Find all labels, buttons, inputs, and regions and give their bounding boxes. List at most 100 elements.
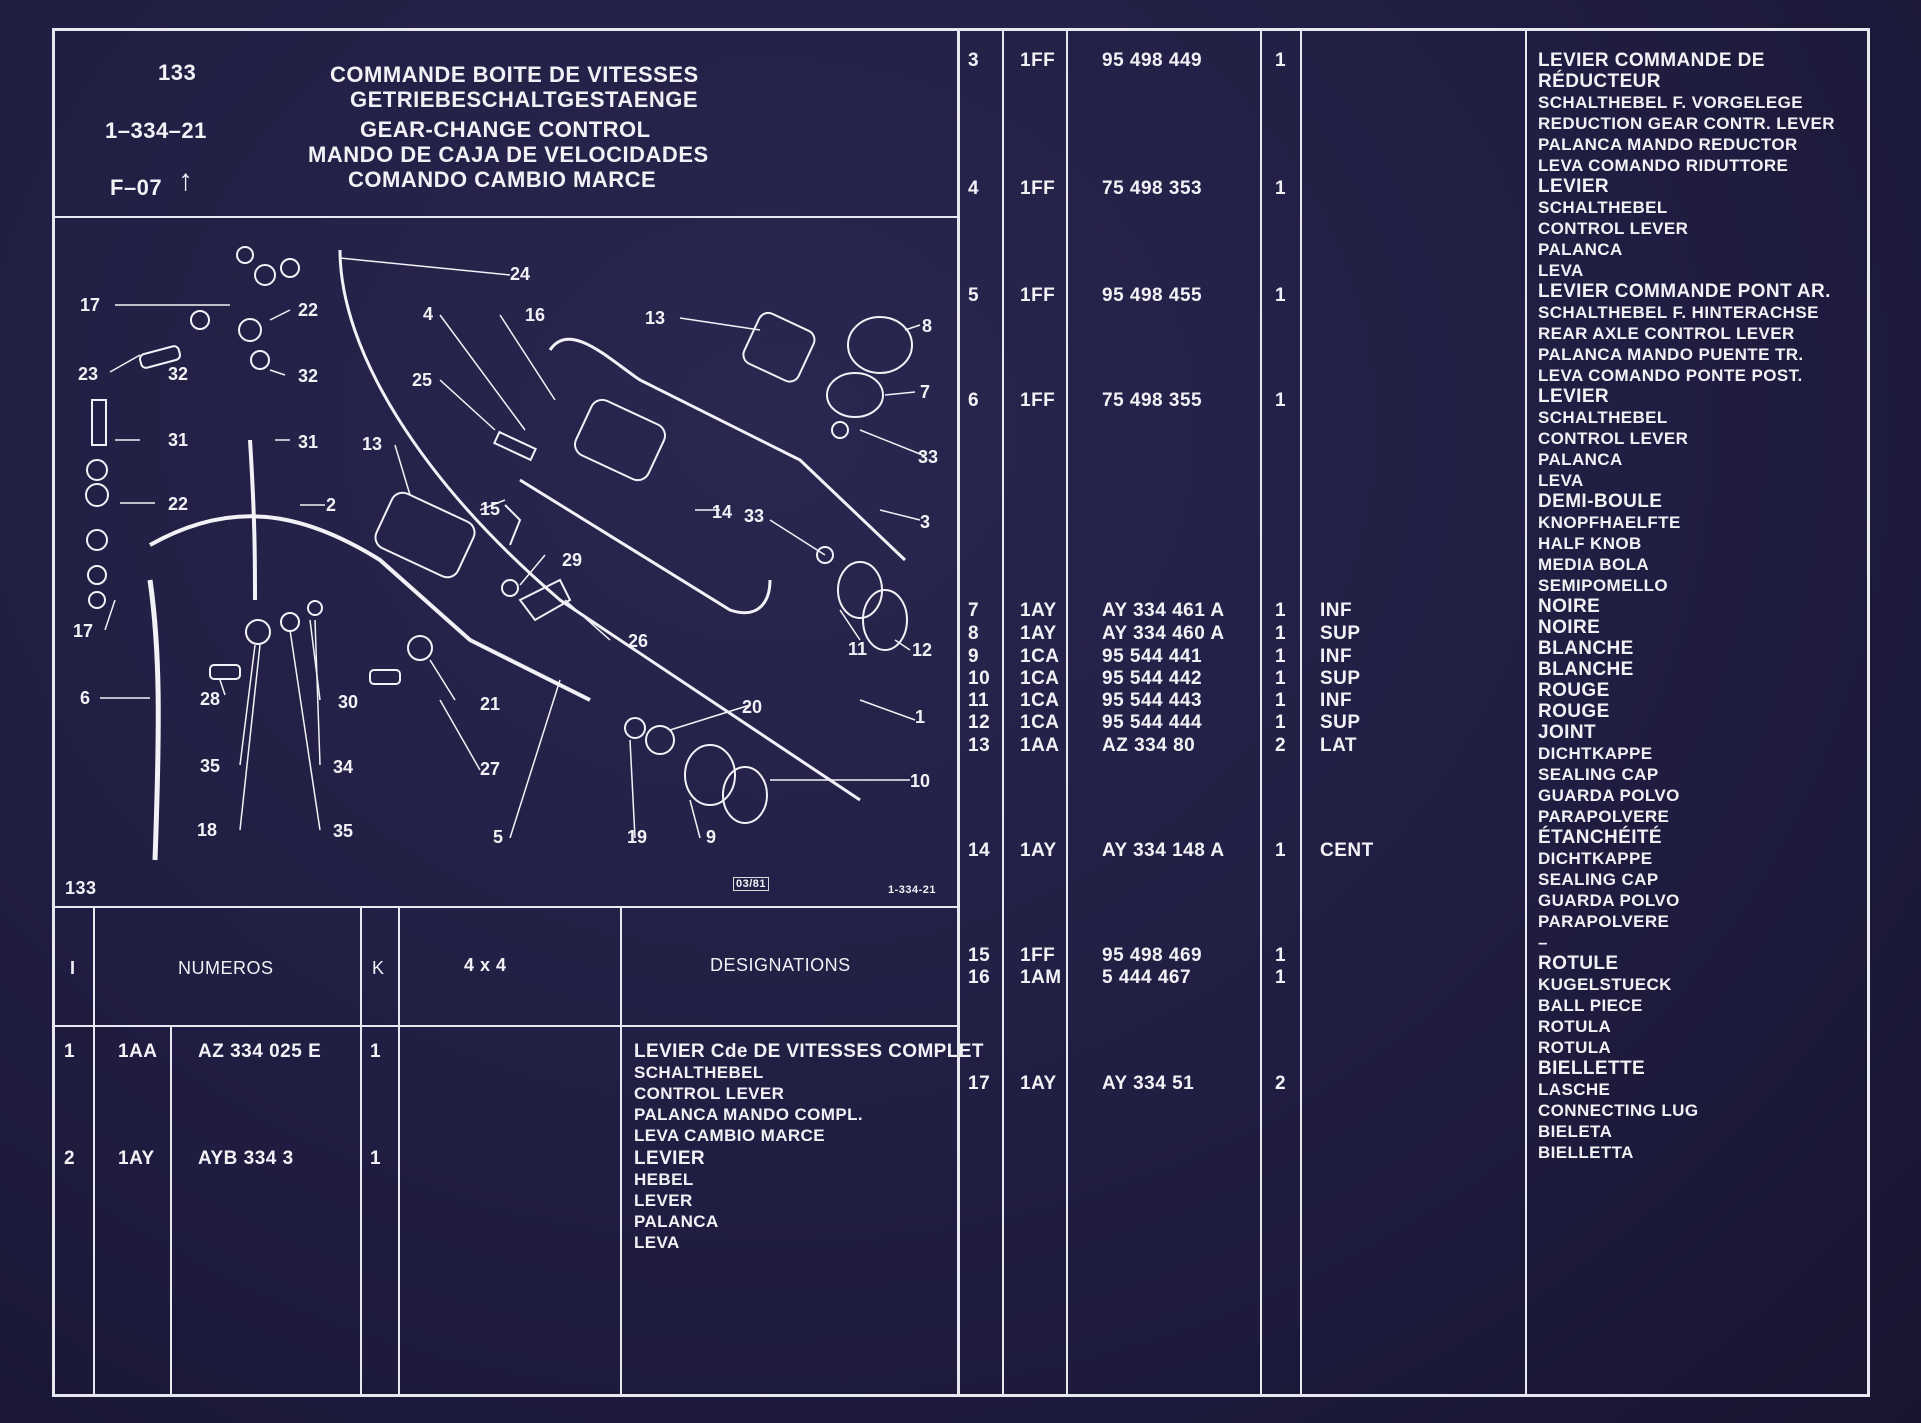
lever-rod-1 bbox=[149, 514, 591, 702]
designation-line: KUGELSTUECK bbox=[1538, 975, 1672, 994]
colhead-k: K bbox=[372, 958, 385, 978]
boot-13-mid bbox=[574, 398, 666, 482]
callout-24: 24 bbox=[510, 264, 530, 284]
boot-13-top bbox=[742, 311, 816, 383]
callout-26: 26 bbox=[628, 631, 648, 651]
designation-line: LEVA bbox=[1538, 261, 1584, 280]
row-designation: LEVIER HEBEL LEVER PALANCA LEVA bbox=[634, 1148, 719, 1252]
part-22-b bbox=[85, 483, 109, 507]
callout-21: 21 bbox=[480, 694, 500, 714]
designation-line: SCHALTHEBEL bbox=[1538, 198, 1668, 217]
row-num: 95 544 442 bbox=[1102, 668, 1203, 689]
row-num: 95 544 443 bbox=[1102, 690, 1203, 711]
washer-18 bbox=[245, 619, 271, 645]
col-line-2 bbox=[170, 1025, 172, 1396]
callout-2: 2 bbox=[326, 495, 336, 515]
designation-line: SCHALTHEBEL F. HINTERACHSE bbox=[1538, 303, 1819, 322]
callout-3: 3 bbox=[920, 512, 930, 532]
row-c: 1AM bbox=[1020, 967, 1062, 988]
page-number: 133 bbox=[158, 60, 197, 85]
row-c: 1CA bbox=[1020, 646, 1060, 667]
row-i: 13 bbox=[968, 735, 991, 756]
designation-line: DICHTKAPPE bbox=[1538, 849, 1653, 868]
callout-10: 10 bbox=[910, 771, 930, 791]
row-i: 6 bbox=[968, 390, 980, 411]
row-c: 1AY bbox=[1020, 623, 1057, 644]
knob-12 bbox=[862, 589, 908, 651]
row-i: 15 bbox=[968, 945, 991, 966]
row-num: 95 544 444 bbox=[1102, 712, 1203, 733]
callout-1: 1 bbox=[915, 707, 925, 727]
row-c: 1FF bbox=[1020, 945, 1056, 966]
row-pos: CENT bbox=[1320, 840, 1374, 861]
callout-29: 29 bbox=[562, 550, 582, 570]
part-22 bbox=[238, 318, 262, 342]
designation-line: ROUGE bbox=[1538, 701, 1610, 722]
callout-32-b: 32 bbox=[298, 366, 318, 386]
row-code: 1AA bbox=[118, 1041, 158, 1062]
row-i: 4 bbox=[968, 178, 980, 199]
designation-line: ROTULE bbox=[1538, 953, 1619, 974]
row-pos: INF bbox=[1320, 646, 1353, 667]
part-17-a bbox=[86, 529, 108, 551]
designation-line: LEVA bbox=[1538, 471, 1584, 490]
row-k: 1 bbox=[1275, 178, 1287, 199]
designation-line: NOIRE bbox=[1538, 617, 1601, 638]
row-pos: INF bbox=[1320, 600, 1353, 621]
designation-line: PARAPOLVERE bbox=[1538, 807, 1670, 826]
designation-line: JOINT bbox=[1538, 722, 1596, 743]
rcol-line-4 bbox=[1300, 28, 1302, 1397]
designation-line: CONTROL LEVER bbox=[1538, 219, 1689, 238]
row-k: 1 bbox=[1275, 712, 1287, 733]
washer-34 bbox=[307, 600, 323, 616]
row-k: 1 bbox=[1275, 646, 1287, 667]
row-i: 3 bbox=[968, 50, 980, 71]
callout-22: 22 bbox=[298, 300, 318, 320]
designation-line: PALANCA bbox=[1538, 450, 1623, 469]
row-c: 1CA bbox=[1020, 690, 1060, 711]
fig-code: F–07 bbox=[110, 175, 163, 200]
part-20 bbox=[645, 725, 675, 755]
designation-line: KNOPFHAELFTE bbox=[1538, 513, 1681, 532]
designation-line: MEDIA BOLA bbox=[1538, 555, 1650, 574]
designation-line: PALANCA MANDO PUENTE TR. bbox=[1538, 345, 1804, 364]
part-33 bbox=[831, 421, 849, 439]
row-k: 1 bbox=[1275, 600, 1287, 621]
designation-line: BIELLETTE bbox=[1538, 1058, 1646, 1079]
callout-9: 9 bbox=[706, 827, 716, 847]
row-k: 1 bbox=[1275, 967, 1287, 988]
row-pos: SUP bbox=[1320, 668, 1361, 689]
callout-16: 16 bbox=[525, 305, 545, 325]
row-c: 1AY bbox=[1020, 840, 1057, 861]
callout-13-b: 13 bbox=[362, 434, 382, 454]
row-i: 16 bbox=[968, 967, 991, 988]
header-divider bbox=[52, 216, 959, 218]
designation-line: RÉDUCTEUR bbox=[1538, 71, 1661, 92]
designation-line: LEVA COMANDO PONTE POST. bbox=[1538, 366, 1803, 385]
designation-line: DICHTKAPPE bbox=[1538, 744, 1653, 763]
row-c: 1AY bbox=[1020, 600, 1057, 621]
row-k: 2 bbox=[1275, 1073, 1287, 1094]
colhead-i: I bbox=[70, 958, 76, 978]
rcol-line-3 bbox=[1260, 28, 1262, 1397]
callout-6: 6 bbox=[80, 688, 90, 708]
knob-8 bbox=[847, 316, 913, 374]
callout-25: 25 bbox=[412, 370, 432, 390]
designation-line: LEVIER bbox=[1538, 176, 1610, 197]
row-c: 1AY bbox=[1020, 1073, 1057, 1094]
row-num: AY 334 461 A bbox=[1102, 600, 1225, 621]
part-32 bbox=[250, 350, 270, 370]
callout-17-b: 17 bbox=[73, 621, 93, 641]
row-index: 2 bbox=[64, 1148, 76, 1169]
lever-rod-3 bbox=[548, 337, 907, 562]
up-arrow-icon: ↑ bbox=[178, 164, 194, 197]
row-num: AZ 334 80 bbox=[1102, 735, 1196, 756]
nut-21 bbox=[407, 635, 433, 661]
knob-7 bbox=[826, 372, 884, 418]
washer-35 bbox=[280, 612, 300, 632]
title-en: GEAR-CHANGE CONTROL bbox=[360, 117, 651, 142]
part-24-a bbox=[236, 246, 254, 264]
designation-line: ÉTANCHÉITÉ bbox=[1538, 827, 1662, 848]
